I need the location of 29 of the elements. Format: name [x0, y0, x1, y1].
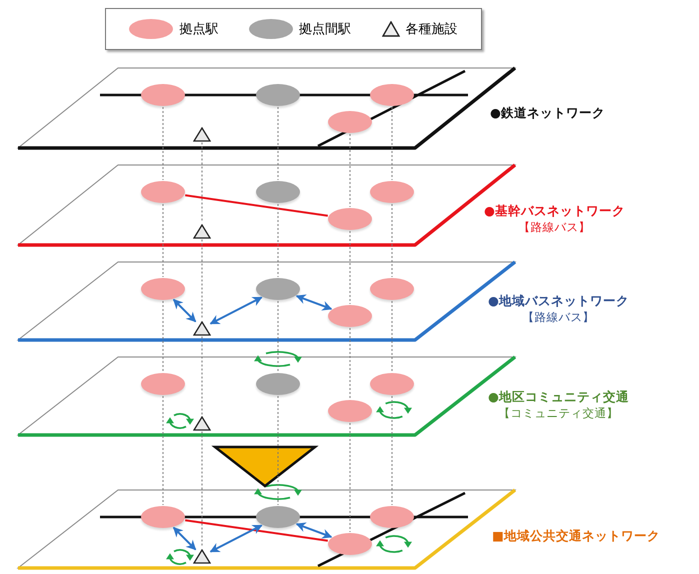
connector	[172, 298, 196, 322]
layer-subtitle: 【コミュニティ交通】	[498, 405, 618, 421]
connector	[185, 194, 328, 217]
layer-label: ●基幹バスネットワーク	[484, 202, 625, 219]
legend-label: 拠点駅	[179, 21, 218, 38]
layer-label: ●地区コミュニティ交通	[488, 388, 629, 405]
layer-label: ■地域公共交通ネットワーク	[492, 527, 660, 544]
layer-label: ●鉄道ネットワーク	[490, 104, 605, 121]
dotted-line	[162, 300, 164, 372]
facility-triangle	[193, 320, 211, 336]
connector	[185, 519, 328, 542]
layer-label: ●地域バスネットワーク	[488, 292, 629, 309]
facility-triangle	[193, 548, 211, 564]
down-arrow	[211, 446, 319, 488]
facility-triangle	[193, 416, 211, 430]
layer-subtitle: 【路線バス】	[522, 309, 594, 325]
connector	[210, 296, 262, 324]
layer-subtitle: 【路線バス】	[518, 219, 590, 235]
dotted-line	[162, 204, 164, 278]
facility-triangle	[193, 126, 211, 142]
connector	[172, 526, 196, 550]
facility-triangle	[193, 224, 211, 238]
connector	[296, 294, 332, 311]
legend-label: 各種施設	[406, 21, 458, 38]
dotted-line	[162, 106, 164, 180]
connector	[296, 522, 332, 539]
dotted-line	[162, 396, 164, 506]
legend-label: 拠点間駅	[298, 21, 351, 38]
connector	[210, 524, 262, 552]
